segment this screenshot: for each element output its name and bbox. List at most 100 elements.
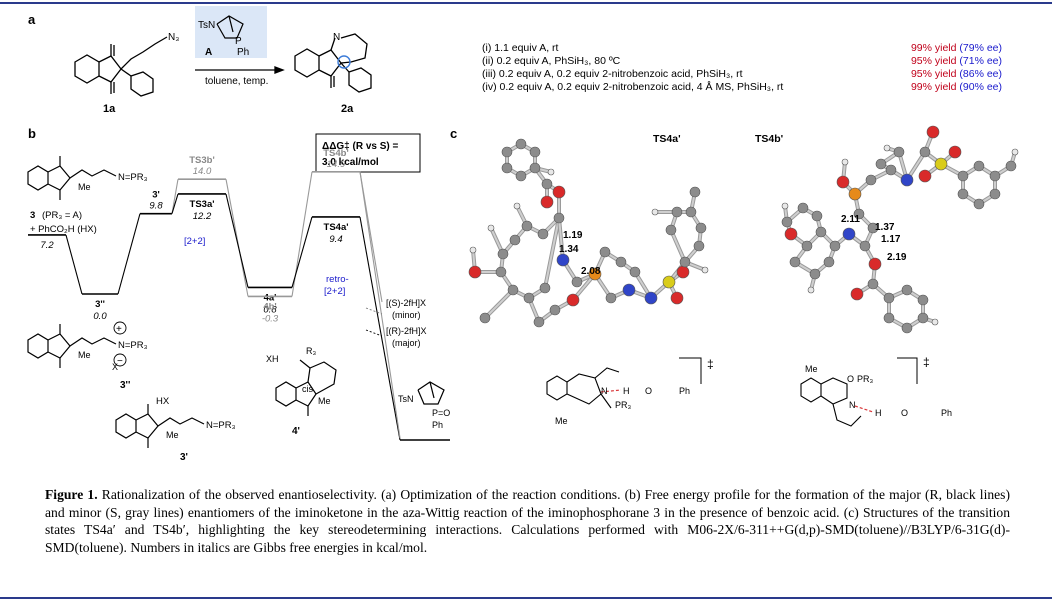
me-a: Me (555, 416, 568, 426)
dash-major (365, 329, 383, 337)
atom-H (651, 208, 659, 216)
n-pr3-label: N=PR₃ (118, 172, 148, 183)
me-b: Me (805, 364, 818, 374)
atom-C (781, 216, 793, 228)
ts-structures: TS4a' TS4b' 1.19 1.34 2.08 2.11 1.37 1.1… (468, 125, 1019, 427)
atom-C (917, 312, 929, 324)
atom-H (931, 318, 939, 326)
dist-a-2: 1.34 (559, 244, 579, 255)
azide-label: N₃ (168, 32, 179, 43)
compound3-acid: + PhCO₂H (HX) (30, 224, 97, 235)
atom-C (989, 170, 1001, 182)
dash-minor (365, 307, 383, 315)
atom-C (685, 206, 697, 218)
ts-b-model (781, 125, 1019, 334)
atom-C (885, 164, 897, 176)
connector (65, 234, 83, 295)
o-a: O (645, 386, 652, 396)
label-3p: 3' (180, 452, 188, 463)
state-value-8: 9.4 (329, 234, 342, 245)
panel-label-b: b (28, 126, 36, 141)
atom-C (629, 266, 641, 278)
compound3-label: 3 (30, 210, 35, 221)
atom-C (859, 240, 871, 252)
me-3p: Me (166, 430, 179, 440)
condition-row-3: (iii) 0.2 equiv A, 0.2 equiv 2-nitrobenz… (482, 68, 1002, 80)
atom-C (553, 212, 565, 224)
atom-C (539, 282, 551, 294)
catalyst-ph: Ph (237, 47, 249, 58)
atom-C (615, 256, 627, 268)
label-retro: retro- (326, 274, 349, 285)
ts-a-label: TS4a' (653, 133, 681, 145)
atom-C (689, 186, 701, 198)
atom-C (479, 312, 491, 324)
atom-O (918, 169, 932, 183)
atom-P (848, 187, 862, 201)
tsn-label: TsN (398, 394, 414, 404)
atom-C (919, 146, 931, 158)
arrow-label: toluene, temp. (205, 76, 268, 87)
connector (171, 179, 179, 214)
me-3pp: Me (78, 350, 91, 360)
atom-C (541, 178, 553, 190)
state-value-7: 14.9 (327, 159, 346, 170)
atom-C (957, 170, 969, 182)
state-value-5: 0.8 (263, 304, 277, 315)
atom-C (495, 266, 507, 278)
bond-highlight (558, 217, 564, 261)
atom-C (501, 146, 513, 158)
figure-caption: Figure 1. Rationalization of the observe… (45, 486, 1010, 556)
atom-C (679, 256, 691, 268)
r3-label: R₃ (306, 346, 316, 356)
atom-C (529, 146, 541, 158)
atom-H (469, 246, 477, 254)
atom-C (515, 170, 527, 182)
bottom-rule (0, 597, 1052, 599)
h-b: H (875, 408, 882, 418)
ph-b: Ph (941, 408, 952, 418)
n-pr3-3pp: N=PR₃ (118, 340, 148, 351)
atom-O (676, 265, 690, 279)
atom-C (515, 138, 527, 150)
atom-C (901, 284, 913, 296)
n-b: N (849, 400, 856, 410)
dist-a-3: 2.08 (581, 266, 601, 277)
dist-b-4: 2.19 (887, 252, 907, 263)
atom-C (883, 312, 895, 324)
atom-C (695, 222, 707, 234)
atom-C (973, 160, 985, 172)
atom-O (670, 291, 684, 305)
label-22: [2+2] (184, 236, 205, 247)
atom-C (789, 256, 801, 268)
ddg-value: 3.0 kcal/mol (322, 157, 379, 168)
atom-H (701, 266, 709, 274)
dagger-a: ‡ (707, 357, 714, 371)
atom-H (883, 144, 891, 152)
plus-charge: + (116, 324, 122, 335)
label-retro-2: [2+2] (324, 286, 345, 297)
state-name-4: TS3a' (190, 199, 215, 210)
atom-C (671, 206, 683, 218)
atom-C (501, 162, 513, 174)
state-name-8: TS4a' (324, 222, 349, 233)
po-label: P=O (432, 408, 450, 418)
atom-O (566, 293, 580, 307)
atom-C (549, 304, 561, 316)
atom-C (529, 162, 541, 174)
atom-H (547, 168, 555, 176)
atom-N (622, 283, 636, 297)
connector (291, 216, 313, 288)
hx-label: HX (156, 396, 170, 407)
atom-O (926, 125, 940, 139)
atom-C (867, 278, 879, 290)
prod-major: [(R)-2fH]X (386, 326, 427, 336)
dagger-b: ‡ (923, 355, 930, 369)
atom-H (487, 224, 495, 232)
caption-text: Rationalization of the observed enantios… (45, 487, 1010, 555)
atom-C (989, 188, 1001, 200)
atom-C (693, 240, 705, 252)
atom-O (868, 257, 882, 271)
state-value-3: 14.0 (193, 166, 212, 177)
